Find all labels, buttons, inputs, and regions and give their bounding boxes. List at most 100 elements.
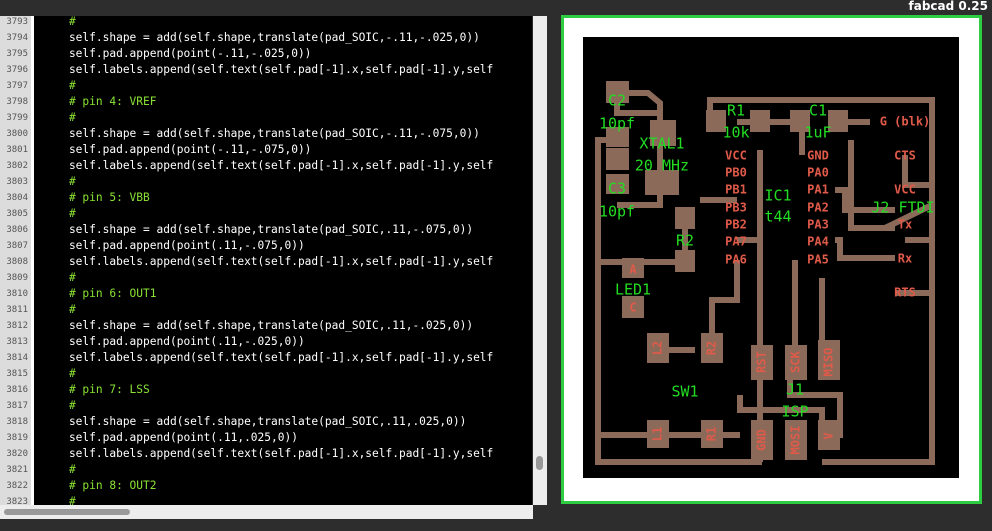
pad-label: PB3 [725, 201, 747, 215]
part-label: C3 [608, 180, 626, 198]
pad-label: CTS [894, 149, 916, 163]
pad-label: MISO [822, 348, 836, 377]
pad-label: Tx [898, 218, 912, 232]
code-line[interactable]: self.labels.append(self.text(self.pad[-1… [42, 351, 494, 364]
line-number: 3817 [6, 401, 28, 411]
code-line[interactable]: self.pad.append(point(.11,-.075,0)) [42, 239, 305, 252]
code-line[interactable]: self.pad.append(point(-.11,-.025,0)) [42, 47, 312, 60]
pad-label: A [629, 263, 637, 277]
trace [902, 155, 932, 188]
component-pad [606, 127, 629, 147]
part-label: t44 [764, 208, 791, 226]
vertical-scrollbar[interactable] [533, 16, 547, 505]
line-number: 3797 [6, 81, 28, 91]
component-pad [647, 333, 669, 363]
line-number: 3816 [6, 385, 28, 395]
code-line[interactable]: self.labels.append(self.text(self.pad[-1… [42, 63, 494, 76]
code-line[interactable]: # pin 6: OUT1 [42, 287, 157, 300]
line-number: 3820 [6, 449, 28, 459]
pad-label: PA7 [725, 235, 747, 249]
pad-label: L1 [651, 427, 665, 441]
part-label: 20 MHz [635, 157, 689, 175]
code-editor[interactable]: 3793 #3794 self.shape = add(self.shape,t… [0, 16, 532, 505]
code-line[interactable]: self.pad.append(point(.11,-.025,0)) [42, 335, 305, 348]
line-number: 3795 [6, 49, 28, 59]
code-line[interactable]: self.labels.append(self.text(self.pad[-1… [42, 159, 494, 172]
code-line[interactable]: # [42, 16, 76, 28]
code-line[interactable]: # pin 5: VBB [42, 191, 150, 204]
pad-label: PA1 [807, 183, 829, 197]
line-number: 3822 [6, 481, 28, 491]
pad-label: RTS [894, 286, 916, 300]
pad-label: R1 [705, 427, 719, 441]
line-number: 3810 [6, 289, 28, 299]
vertical-scroll-thumb[interactable] [536, 456, 543, 470]
code-line[interactable]: # [42, 79, 76, 92]
code-line[interactable]: # [42, 399, 76, 412]
code-line[interactable]: # [42, 495, 76, 505]
part-label: IC1 [764, 187, 791, 205]
code-line[interactable]: self.shape = add(self.shape,translate(pa… [42, 415, 467, 428]
pcb-board-canvas[interactable]: VCCPB0PB1PB3PB2PA7PA6GNDPA0PA1PA2PA3PA4P… [564, 18, 979, 501]
horizontal-scrollbar[interactable] [0, 505, 533, 519]
trace [883, 202, 934, 231]
line-number: 3793 [6, 17, 28, 27]
part-label: XTAL1 [639, 135, 684, 153]
part-label: 1uF [804, 124, 831, 142]
line-number: 3798 [6, 97, 28, 107]
code-line[interactable]: self.shape = add(self.shape,translate(pa… [42, 127, 480, 140]
component-pad [818, 420, 840, 450]
code-line[interactable]: # [42, 271, 76, 284]
line-number: 3811 [6, 305, 28, 315]
component-pad [706, 110, 726, 132]
line-number: 3802 [6, 161, 28, 171]
component-pad [675, 250, 695, 272]
part-label: 10pf [599, 203, 635, 221]
code-line[interactable]: # [42, 367, 76, 380]
line-number: 3805 [6, 209, 28, 219]
line-number: 3819 [6, 433, 28, 443]
component-pad [751, 420, 773, 460]
code-line[interactable]: self.labels.append(self.text(self.pad[-1… [42, 255, 494, 268]
part-label: SW1 [671, 383, 698, 401]
code-line[interactable]: self.pad.append(point(-.11,-.075,0)) [42, 143, 312, 156]
code-line[interactable]: # pin 4: VREF [42, 95, 157, 108]
pad-label: VCC [894, 183, 916, 197]
pad-label: GND [755, 429, 769, 451]
part-label: 10pf [599, 115, 635, 133]
horizontal-scroll-thumb[interactable] [4, 509, 130, 515]
component-pad [622, 258, 644, 278]
code-line[interactable]: # [42, 175, 76, 188]
pad-label: GND [807, 149, 829, 163]
line-number-gutter [0, 16, 31, 505]
part-label: LED1 [615, 281, 651, 299]
line-number: 3804 [6, 193, 28, 203]
code-line[interactable]: self.pad.append(point(.11,.025,0)) [42, 431, 298, 444]
code-line[interactable]: # pin 8: OUT2 [42, 479, 157, 492]
code-line[interactable]: # pin 7: LSS [42, 383, 150, 396]
code-line[interactable]: self.shape = add(self.shape,translate(pa… [42, 31, 480, 44]
pad-label: G (blk) [880, 115, 931, 129]
line-number: 3818 [6, 417, 28, 427]
part-label: J1 [786, 381, 804, 399]
pad-label: PA5 [807, 253, 829, 267]
line-number: 3794 [6, 33, 28, 43]
code-line[interactable]: self.labels.append(self.text(self.pad[-1… [42, 447, 494, 460]
pad-label: R2 [705, 341, 719, 355]
component-pad [645, 170, 679, 195]
pad-label: Rx [898, 252, 912, 266]
pad-label: SCK [789, 350, 803, 372]
code-line[interactable]: self.shape = add(self.shape,translate(pa… [42, 223, 474, 236]
pad-label: PA2 [807, 201, 829, 215]
code-line[interactable]: # [42, 111, 76, 124]
pad-label: MOSI [789, 426, 803, 455]
line-number: 3796 [6, 65, 28, 75]
gutter-divider [31, 16, 34, 505]
code-line[interactable]: self.shape = add(self.shape,translate(pa… [42, 319, 474, 332]
code-line[interactable]: # [42, 463, 76, 476]
code-line[interactable]: # [42, 303, 76, 316]
line-number: 3807 [6, 241, 28, 251]
code-line[interactable]: # [42, 207, 76, 220]
line-number: 3800 [6, 129, 28, 139]
